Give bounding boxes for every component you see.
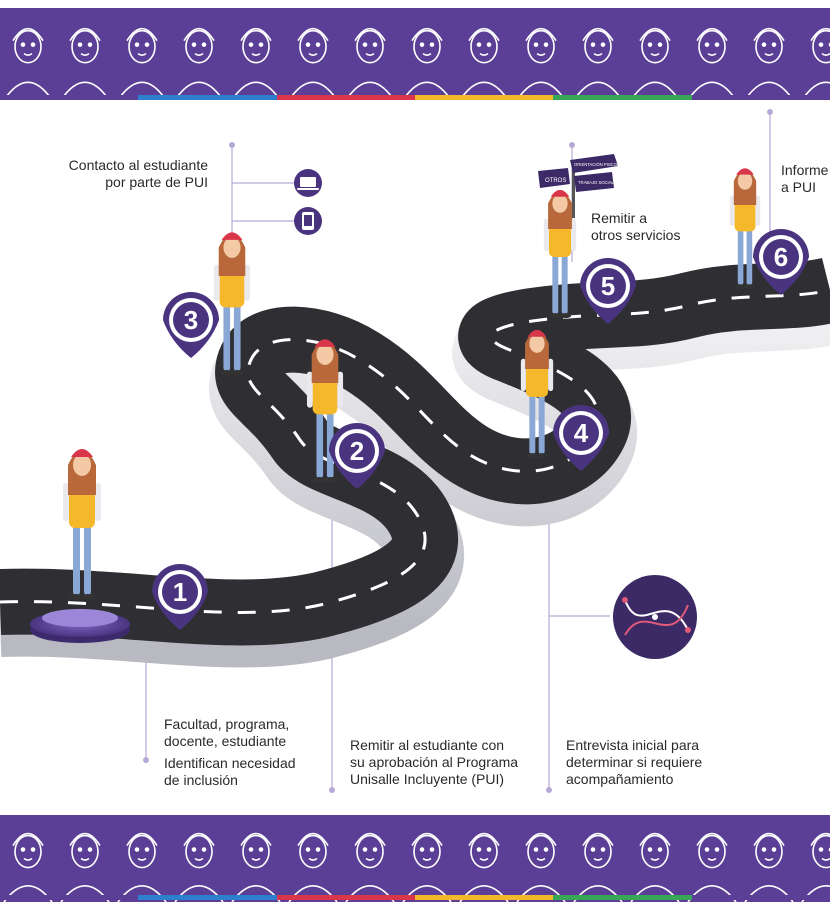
start-platform (30, 609, 130, 643)
header-band (0, 8, 830, 100)
step-number-6: 6 (774, 242, 788, 272)
people-illustration-top (3, 27, 830, 100)
student-figure (520, 329, 554, 459)
student-figure (729, 168, 761, 289)
step-number-5: 5 (601, 271, 615, 301)
student-figures (63, 168, 761, 600)
step-badge-6: 6 (753, 229, 809, 295)
step-badge-2: 2 (329, 423, 385, 489)
step-badges: 1 2 3 4 5 6 (152, 229, 809, 630)
color-stripe-top (0, 95, 830, 100)
leader-dots (143, 109, 773, 793)
student-figure (306, 339, 344, 483)
sign-otros: OTROS (545, 178, 566, 184)
caption-step1-a: Facultad, programa, docente, estudiante (164, 716, 290, 749)
step-number-4: 4 (574, 418, 589, 448)
step-badge-4: 4 (553, 405, 609, 471)
student-figure (63, 449, 101, 600)
caption-step3: Contacto al estudiante por parte de PUI (68, 157, 208, 190)
caption-step4: Entrevista inicial para determinar si re… (566, 737, 703, 787)
color-stripe-bottom (0, 895, 830, 900)
step-number-2: 2 (350, 436, 364, 466)
caption-step6: Informe a PUI (781, 162, 829, 195)
sign-trabajo-social: TRABAJO SOCIAL (578, 180, 615, 185)
road-centerline (0, 288, 830, 614)
tablet-icon (294, 207, 322, 235)
caption-step2: Remitir al estudiante con su aprobación … (350, 737, 519, 787)
route-map-icon (613, 575, 697, 659)
sign-orientacion: ORIENTACIÓN PSICOLÓGICA (574, 162, 633, 167)
signpost: OTROS ORIENTACIÓN PSICOLÓGICA TRABAJO SO… (538, 154, 633, 218)
student-figure (213, 232, 251, 376)
caption-step5: Remitir a otros servicios (591, 210, 681, 243)
step-badge-3: 3 (163, 292, 219, 358)
caption-step1-b: Identifican necesidad de inclusión (164, 755, 296, 788)
step-badge-5: 5 (580, 258, 636, 324)
laptop-icon (294, 169, 322, 197)
student-figure (543, 189, 577, 319)
footer-band (0, 815, 830, 902)
step-number-3: 3 (184, 305, 198, 335)
step-badge-1: 1 (152, 564, 208, 630)
people-illustration-bottom (3, 832, 830, 902)
step-number-1: 1 (173, 577, 187, 607)
